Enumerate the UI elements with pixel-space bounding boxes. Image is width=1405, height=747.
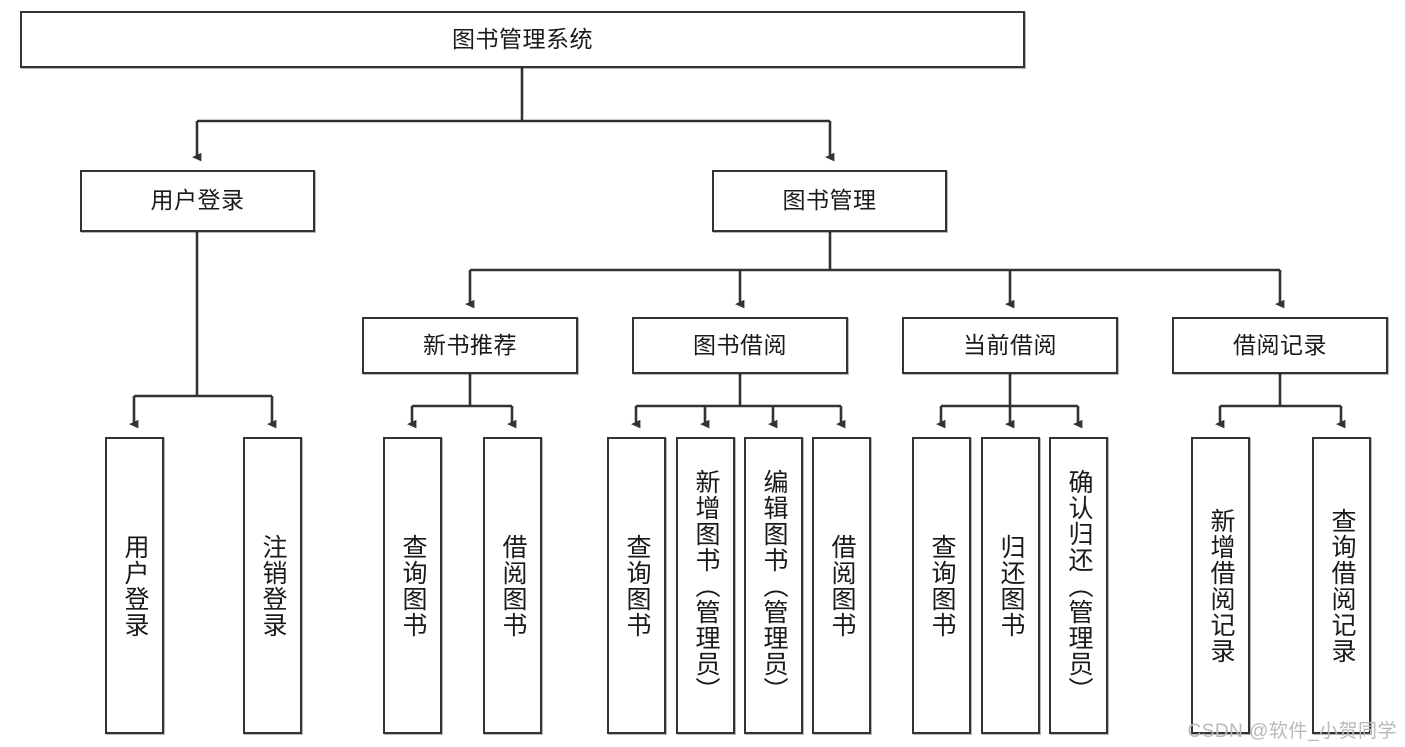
node-borrow-record[interactable]: 借阅记录	[1172, 317, 1388, 374]
node-leaf-query-borrow-record[interactable]: 查询借阅记录	[1312, 437, 1371, 734]
node-label: 借阅图书	[828, 533, 856, 638]
node-book-management-system[interactable]: 图书管理系统	[20, 11, 1025, 68]
node-label: 图书借阅	[693, 331, 787, 358]
node-label: 编辑图书（管理员）	[760, 468, 788, 703]
node-label: 归还图书	[997, 533, 1025, 638]
node-leaf-query-book-recommend[interactable]: 查询图书	[383, 437, 442, 734]
node-leaf-add-book[interactable]: 新增图书（管理员）	[676, 437, 735, 734]
node-leaf-edit-book[interactable]: 编辑图书（管理员）	[744, 437, 803, 734]
node-user-login[interactable]: 用户登录	[80, 170, 315, 232]
node-new-book-recommend[interactable]: 新书推荐	[362, 317, 578, 374]
node-label: 当前借阅	[963, 331, 1057, 358]
node-leaf-user-login[interactable]: 用户登录	[105, 437, 164, 734]
node-leaf-borrow-book[interactable]: 借阅图书	[812, 437, 871, 734]
node-label: 查询图书	[928, 533, 956, 638]
node-label: 新增借阅记录	[1207, 507, 1235, 664]
node-label: 确认归还（管理员）	[1065, 468, 1093, 703]
node-label: 新增图书（管理员）	[692, 468, 720, 703]
node-current-borrow[interactable]: 当前借阅	[902, 317, 1118, 374]
node-label: 用户登录	[121, 533, 149, 638]
node-book-management[interactable]: 图书管理	[712, 170, 947, 232]
node-label: 新书推荐	[423, 331, 517, 358]
node-label: 图书管理系统	[452, 25, 593, 52]
node-book-borrow[interactable]: 图书借阅	[632, 317, 848, 374]
csdn-watermark: CSDN @软件_小贺同学	[1187, 721, 1397, 742]
node-label: 注销登录	[259, 533, 287, 638]
node-leaf-user-logout[interactable]: 注销登录	[243, 437, 302, 734]
node-label: 用户登录	[150, 187, 245, 214]
node-leaf-confirm-return[interactable]: 确认归还（管理员）	[1049, 437, 1108, 734]
node-leaf-query-book-current[interactable]: 查询图书	[912, 437, 971, 734]
node-leaf-query-book-borrow[interactable]: 查询图书	[607, 437, 666, 734]
node-leaf-return-book[interactable]: 归还图书	[981, 437, 1040, 734]
node-label: 查询图书	[399, 533, 427, 638]
node-label: 查询借阅记录	[1328, 507, 1356, 664]
node-label: 查询图书	[623, 533, 651, 638]
node-label: 图书管理	[782, 187, 877, 214]
node-label: 借阅图书	[499, 533, 527, 638]
node-label: 借阅记录	[1233, 331, 1327, 358]
node-leaf-add-borrow-record[interactable]: 新增借阅记录	[1191, 437, 1250, 734]
node-leaf-borrow-book-recommend[interactable]: 借阅图书	[483, 437, 542, 734]
